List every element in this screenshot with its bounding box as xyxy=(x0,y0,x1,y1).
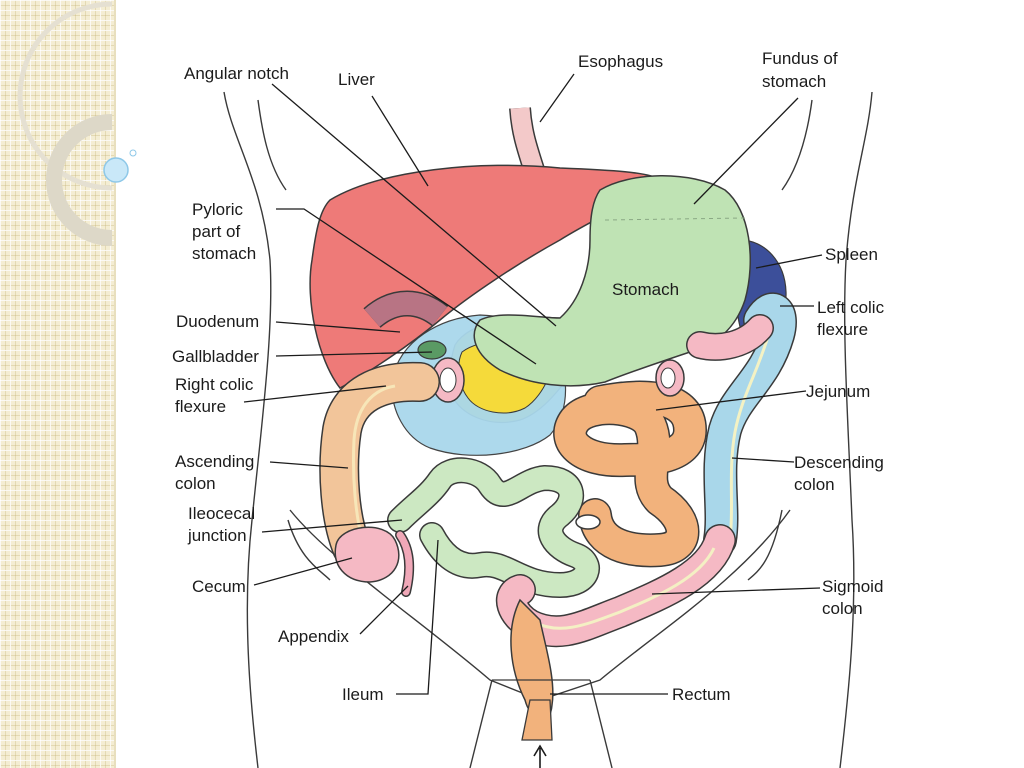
liver-leader xyxy=(371,95,429,187)
label-pyloric-line2: part of xyxy=(192,222,240,241)
jejunum-cut-end xyxy=(575,514,601,530)
cecum-leader xyxy=(253,557,353,586)
label-pyloric-line3: stomach xyxy=(192,244,256,263)
label-sigmoid-line1: Sigmoid xyxy=(822,577,883,596)
duodenum-leader xyxy=(275,321,401,333)
stomach-shape xyxy=(473,175,752,387)
label-right-colic-line1: Right colic xyxy=(175,375,254,394)
label-descending-line1: Descending xyxy=(794,453,884,472)
label-gallbladder: Gallbladder xyxy=(172,347,259,366)
leader-lines xyxy=(243,73,823,695)
label-jejunum: Jejunum xyxy=(806,382,870,401)
left-colic-flexure-fill xyxy=(687,315,773,360)
transverse-colon-lumen-left xyxy=(439,367,457,393)
label-sigmoid-line2: colon xyxy=(822,599,863,618)
descending-colon-shape xyxy=(703,292,797,557)
appendix-leader xyxy=(359,585,409,635)
outer-ring-arc xyxy=(17,1,113,191)
anus-arrow-icon xyxy=(533,744,547,768)
esophagus-leader xyxy=(539,73,575,123)
label-fundus-line2: stomach xyxy=(762,72,826,91)
label-left-colic-line2: flexure xyxy=(817,320,868,339)
gallbladder-shape xyxy=(417,340,447,360)
jejunum-shape xyxy=(553,380,707,568)
cecum-shape xyxy=(334,526,400,583)
duodenum-fill xyxy=(364,292,448,328)
label-appendix: Appendix xyxy=(278,627,349,646)
spleen-leader xyxy=(755,254,823,269)
anal-canal-shape xyxy=(521,699,553,741)
label-stomach: Stomach xyxy=(612,280,679,299)
label-ileocecal-line1: Ileocecal xyxy=(188,504,255,523)
ileum-shape xyxy=(387,457,600,598)
inner-ring-arc xyxy=(46,114,113,246)
label-pyloric-line1: Pyloric xyxy=(192,200,244,219)
angular-notch-leader xyxy=(271,83,557,327)
sigmoid-leader xyxy=(651,587,821,595)
jejunum-leader xyxy=(655,390,807,411)
fundus-leader xyxy=(693,97,799,205)
label-cecum: Cecum xyxy=(192,577,246,596)
label-descending-line2: colon xyxy=(794,475,835,494)
right-colic-leader xyxy=(243,385,387,403)
ascending-colon-shape xyxy=(319,361,440,568)
label-ascending-line1: Ascending xyxy=(175,452,254,471)
label-rectum: Rectum xyxy=(672,685,731,704)
label-right-colic-line2: flexure xyxy=(175,397,226,416)
transverse-colon-lumen-right xyxy=(660,367,676,389)
label-ileum: Ileum xyxy=(342,685,384,704)
small-bead xyxy=(129,149,137,157)
ileum-leader xyxy=(396,539,439,695)
ileocecal-leader xyxy=(261,519,403,533)
label-ileocecal-line2: junction xyxy=(187,526,247,545)
ascending-leader xyxy=(269,461,349,469)
label-fundus-line1: Fundus of xyxy=(762,49,838,68)
label-angular-notch: Angular notch xyxy=(184,64,289,83)
label-spleen: Spleen xyxy=(825,245,878,264)
label-liver: Liver xyxy=(338,70,375,89)
pyloric-leader xyxy=(276,208,537,365)
blue-bead xyxy=(103,157,129,183)
labels: Angular notch Liver Esophagus Fundus of … xyxy=(172,49,885,704)
gallbladder-leader xyxy=(275,351,433,357)
decorative-rings xyxy=(17,1,137,246)
label-left-colic-line1: Left colic xyxy=(817,298,885,317)
descending-leader xyxy=(731,457,795,463)
label-esophagus: Esophagus xyxy=(578,52,663,71)
label-ascending-line2: colon xyxy=(175,474,216,493)
label-duodenum: Duodenum xyxy=(176,312,259,331)
